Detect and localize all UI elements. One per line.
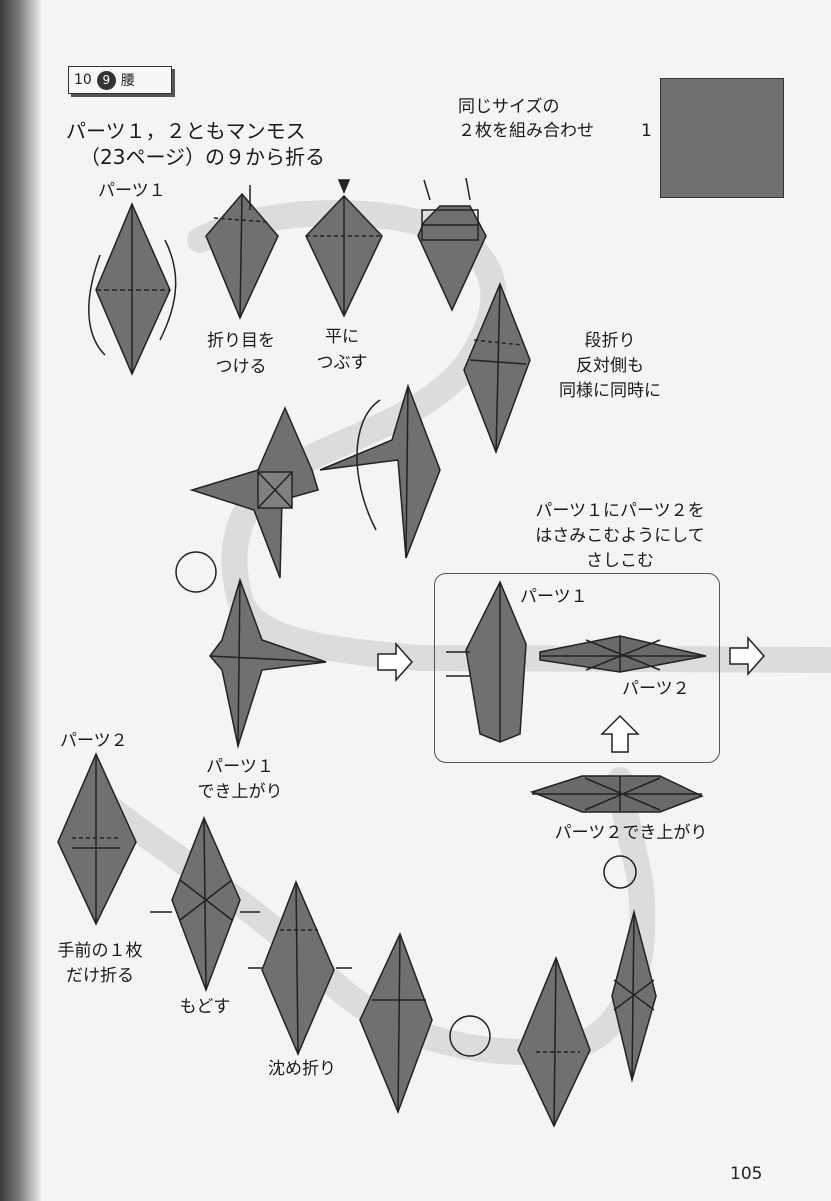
part2-narrow-diamond — [611, 909, 657, 1083]
paper-note-line-2: ２枚を組み合わせ — [458, 121, 594, 141]
part2-start-diamond — [57, 752, 137, 926]
front-layer-caption-line-2: だけ折る — [66, 966, 134, 986]
step-badge: 9 — [96, 70, 116, 90]
section-title: 腰 — [120, 73, 135, 89]
crease-caption-line-2: つける — [215, 357, 267, 377]
section-number: 10 — [74, 72, 92, 88]
part2-next-diamond — [517, 955, 591, 1128]
forward-arrow-1 — [377, 642, 414, 682]
part2-sink-fold-diamond — [248, 880, 352, 1056]
paper-size-label: 1 — [641, 121, 652, 141]
step-fold-caption-line-2: 反対側も — [576, 356, 644, 376]
up-arrow — [600, 714, 640, 753]
book-spine-shadow — [0, 0, 42, 1201]
crease-caption-line-1: 折り目を — [207, 331, 275, 351]
part1-done-caption-line-2: でき上がり — [197, 782, 283, 802]
unfold-caption: もどす — [179, 997, 231, 1017]
paper-note-line-1: 同じサイズの — [458, 97, 560, 117]
step-part1-diamond — [88, 202, 177, 376]
squash-caption-line-2: つぶす — [316, 353, 368, 373]
intro-line-2: （23ページ）の９から折る — [80, 145, 326, 169]
assembly-callout — [434, 573, 720, 763]
step-swing-flap — [319, 383, 441, 559]
assembly-part1-label: パーツ１ — [520, 587, 588, 607]
intro-line-1: パーツ１，２ともマンモス — [66, 119, 306, 143]
step-step-fold-diamond — [463, 282, 531, 455]
part2-label: パーツ２ — [60, 731, 128, 751]
part2-unfold-diamond — [150, 816, 260, 993]
step-open-star — [189, 406, 319, 579]
forward-arrow-2 — [729, 636, 766, 676]
insert-caption-line-3: さしこむ — [586, 551, 654, 571]
part1-done-caption-line-1: パーツ１ — [206, 757, 274, 777]
page-number: 105 — [730, 1164, 763, 1184]
sink-fold-caption: 沈め折り — [268, 1059, 336, 1079]
part1-label: パーツ１ — [98, 181, 166, 201]
step-crease-diamond — [205, 185, 279, 320]
front-layer-caption-line-1: 手前の１枚 — [57, 941, 143, 961]
step-part1-finished-small — [175, 551, 327, 749]
step-fold-caption-line-3: 同様に同時に — [559, 381, 661, 401]
section-header: 10 9 腰 — [68, 66, 172, 94]
paper-square — [660, 78, 784, 198]
assembly-part2-label: パーツ２ — [622, 679, 690, 699]
squash-caption-line-1: 平に — [325, 327, 359, 347]
assembly-diagram — [446, 580, 707, 743]
part2-finished — [529, 775, 704, 889]
part2-sunk-diamond — [359, 932, 491, 1115]
insert-caption-line-2: はさみこむようにして — [535, 526, 705, 546]
part2-done-caption: パーツ２でき上がり — [554, 823, 708, 843]
step-squash-diamond — [305, 179, 383, 318]
insert-caption-line-1: パーツ１にパーツ２を — [535, 501, 705, 521]
step-fold-caption-line-1: 段折り — [584, 331, 636, 351]
step-flattened-diamond — [417, 177, 487, 312]
